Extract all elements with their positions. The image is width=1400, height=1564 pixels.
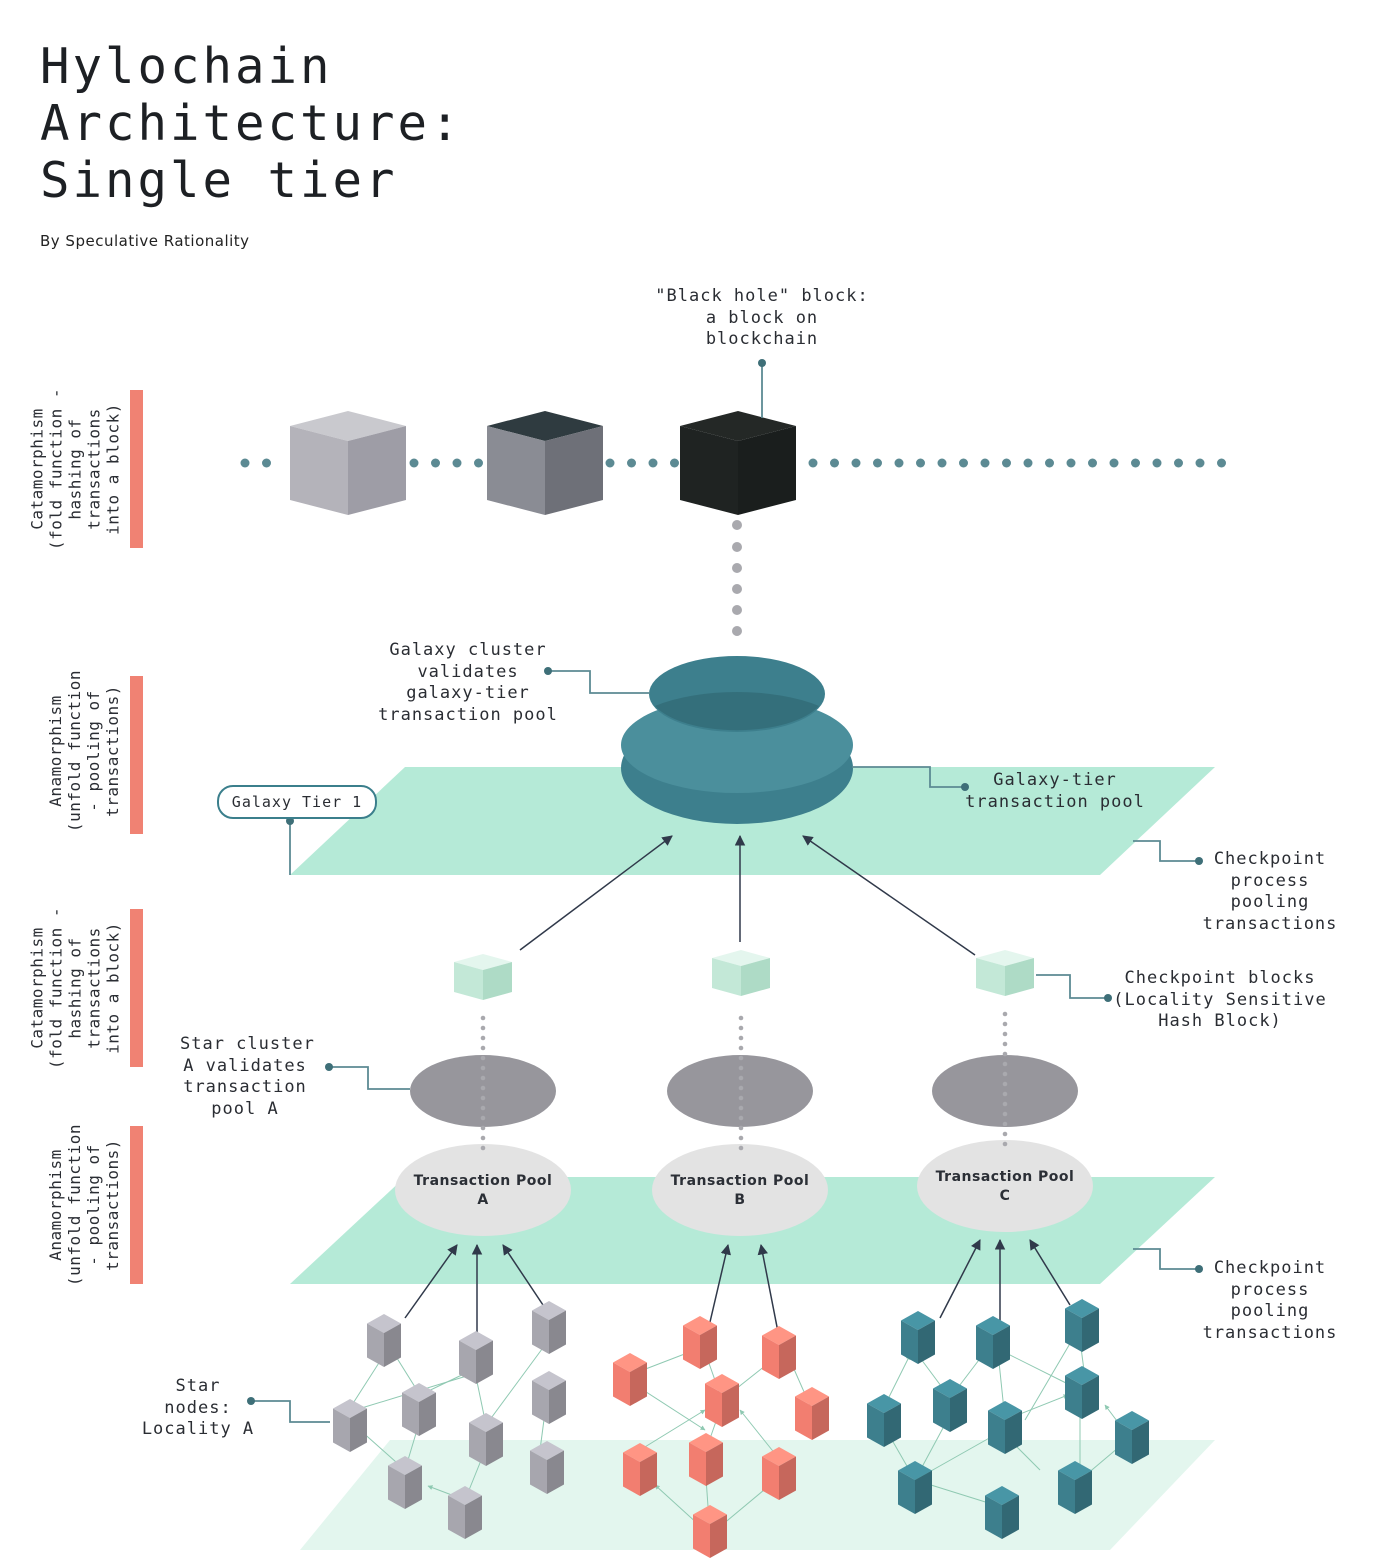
leader-checkpoint-lower [1133,1248,1199,1270]
pool-c-label: Transaction Pool [936,1169,1075,1185]
node-cube-icon [469,1412,503,1466]
node-cube-icon [333,1398,367,1452]
vertical-dots [732,520,742,636]
sidebar-bar [130,1126,143,1284]
node-cube-icon [762,1325,796,1379]
block-cube-icon [680,411,796,515]
transaction-pool-c [917,1140,1093,1232]
arrow-icon [939,1239,981,1319]
page-title: Hylochain Architecture: Single tier [40,38,463,209]
node-cube-icon [530,1440,564,1494]
node-cube-icon [532,1370,566,1424]
node-cube-icon [795,1386,829,1440]
node-cube-icon [898,1460,932,1514]
title-line: Single tier [40,152,398,209]
pool-a-letter: A [477,1192,488,1208]
transaction-pool-a [395,1144,571,1236]
arrow-icon [519,835,673,951]
node-cube-icon [1115,1410,1149,1464]
checkpoint-cube-icon [712,950,770,996]
node-cube-icon [867,1393,901,1447]
sidebar-bar [130,676,143,834]
arrow-icon [757,1243,779,1333]
node-cube-icon [1065,1298,1099,1352]
node-cube-icon [988,1400,1022,1454]
galaxy-tier-tag: Galaxy Tier 1 [217,785,377,819]
leader-galaxy-cluster [548,670,650,694]
node-cube-icon [933,1378,967,1432]
sidebar-bar [130,390,143,548]
node-cube-icon [623,1442,657,1496]
blockchain-dots [240,458,1226,468]
node-cube-icon [459,1330,493,1384]
pool-a-label: Transaction Pool [414,1173,553,1189]
node-cube-icon [976,1315,1010,1369]
leader-star-cluster [329,1066,410,1090]
locality-nodes [333,1298,1149,1558]
arrow-icon [404,1244,458,1319]
transaction-pool-b [652,1144,828,1236]
node-cube-icon [689,1432,723,1486]
leader-checkpoint-upper [1133,840,1199,862]
leader-checkpoint-blocks [1036,974,1108,999]
sidebar-bar [130,909,143,1067]
node-cube-icon [901,1310,935,1364]
node-cube-icon [1058,1460,1092,1514]
node-cube-icon [705,1373,739,1427]
checkpoint-cube-icon [976,950,1034,996]
node-cube-icon [985,1485,1019,1539]
node-cube-icon [388,1455,422,1509]
leader-galaxy-pool [852,766,965,788]
node-cube-icon [1065,1365,1099,1419]
pool-c-letter: C [1000,1188,1011,1204]
arrow-icon [709,1243,731,1323]
byline: By Speculative Rationality [40,232,250,250]
star-cluster-b [667,1055,813,1127]
checkpoint-cube-icon [454,954,512,1000]
node-cube-icon [532,1300,566,1354]
node-cube-icon [762,1446,796,1500]
pool-b-label: Transaction Pool [671,1173,810,1189]
checkpoint-dots [480,1011,1008,1151]
node-cube-icon [693,1504,727,1558]
arrow-icon [502,1244,546,1309]
block-cube-icon [487,411,603,515]
galaxy-cluster-disc [621,656,853,824]
node-cube-icon [402,1382,436,1436]
title-line: Hylochain [40,38,333,95]
title-line: Architecture: [40,95,463,152]
arrow-icon [1029,1239,1071,1306]
node-cube-icon [448,1485,482,1539]
node-cube-icon [367,1313,401,1367]
leader-star-nodes [251,1400,330,1423]
arrow-icon [802,835,976,956]
pool-b-letter: B [734,1192,745,1208]
node-cube-icon [613,1352,647,1406]
star-cluster-c [932,1055,1078,1127]
node-cube-icon [683,1315,717,1369]
star-cluster-a [410,1055,556,1127]
block-cube-icon [290,411,406,515]
